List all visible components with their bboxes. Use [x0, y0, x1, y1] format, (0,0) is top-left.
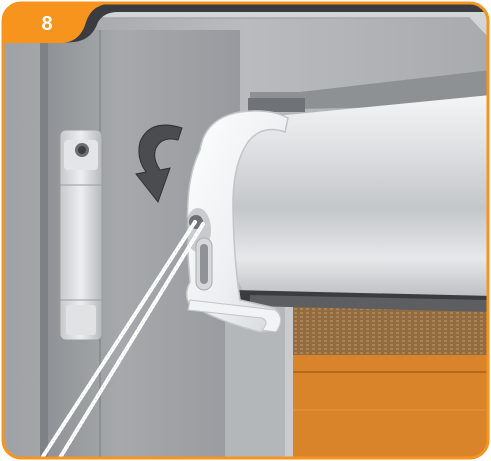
roller-tube [220, 70, 488, 312]
curved-arrow-down-icon [135, 124, 183, 204]
end-cap-bracket [185, 110, 289, 333]
step-number: 8 [41, 13, 53, 35]
blind-fabric [285, 292, 488, 458]
bead-chain [38, 220, 205, 458]
window-hinge [59, 129, 103, 341]
